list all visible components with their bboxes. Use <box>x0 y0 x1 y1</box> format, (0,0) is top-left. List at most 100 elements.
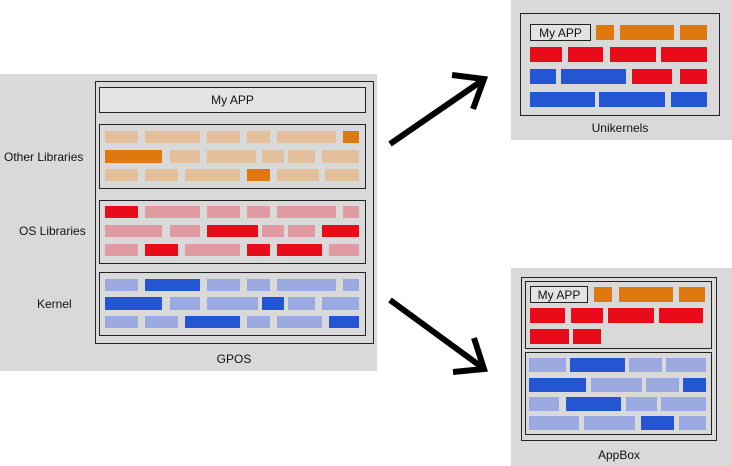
component-block <box>530 329 569 344</box>
unikernels-caption: Unikernels <box>591 121 649 135</box>
component-block <box>530 308 565 323</box>
component-block <box>680 25 707 40</box>
component-block <box>105 297 162 310</box>
component-block <box>145 316 178 328</box>
component-block <box>608 308 654 323</box>
component-block <box>571 308 603 323</box>
component-block <box>247 131 270 143</box>
component-block <box>680 69 707 84</box>
component-block <box>277 244 322 256</box>
component-block <box>207 150 256 163</box>
component-block <box>322 297 359 310</box>
component-block <box>530 47 562 62</box>
component-block <box>185 169 240 181</box>
component-block <box>594 287 612 302</box>
component-block <box>629 358 662 372</box>
component-block <box>329 316 359 328</box>
arrow-to-unikernels <box>388 77 485 147</box>
gpos-os-libraries-group <box>99 200 366 264</box>
layer-label-kernel: Kernel <box>37 297 72 311</box>
component-block <box>529 416 579 430</box>
component-block <box>322 150 359 163</box>
appbox-libraries-group <box>525 281 712 349</box>
component-block <box>277 169 319 181</box>
component-block <box>145 131 200 143</box>
component-block <box>105 244 138 256</box>
component-block <box>679 416 706 430</box>
component-block <box>343 206 359 218</box>
component-block <box>262 297 284 310</box>
component-block <box>573 329 601 344</box>
component-block <box>105 169 138 181</box>
component-block <box>207 279 240 291</box>
gpos-caption: GPOS <box>216 352 252 366</box>
component-block <box>626 397 657 411</box>
component-block <box>683 378 706 392</box>
component-block <box>322 225 359 237</box>
gpos-other-libraries-group <box>99 124 366 189</box>
component-block <box>288 297 315 310</box>
component-block <box>277 131 336 143</box>
component-block <box>262 225 284 237</box>
component-block <box>561 69 626 84</box>
component-block <box>105 150 162 163</box>
component-block <box>145 206 200 218</box>
component-block <box>185 316 240 328</box>
component-block <box>277 279 336 291</box>
component-block <box>145 244 178 256</box>
component-block <box>247 244 270 256</box>
component-block <box>529 378 586 392</box>
component-block <box>262 150 284 163</box>
component-block <box>529 358 566 372</box>
component-block <box>105 206 138 218</box>
component-block <box>661 397 706 411</box>
component-block <box>568 47 603 62</box>
component-block <box>591 378 642 392</box>
component-block <box>170 297 200 310</box>
component-block <box>610 47 656 62</box>
component-block <box>641 416 674 430</box>
arrow-to-appbox <box>388 297 485 371</box>
component-block <box>566 397 621 411</box>
component-block <box>207 206 240 218</box>
gpos-app-box: My APP <box>99 87 366 113</box>
component-block <box>185 244 240 256</box>
component-block <box>145 169 178 181</box>
component-block <box>105 225 162 237</box>
component-block <box>343 279 359 291</box>
component-block <box>170 150 200 163</box>
component-block <box>646 378 679 392</box>
component-block <box>599 92 665 107</box>
component-block <box>659 308 703 323</box>
component-block <box>277 316 322 328</box>
appbox-caption: AppBox <box>597 448 641 462</box>
component-block <box>620 25 674 40</box>
arrow-to-appbox-head <box>452 337 488 375</box>
component-block <box>247 169 270 181</box>
component-block <box>679 287 705 302</box>
component-block <box>288 225 315 237</box>
component-block <box>529 397 559 411</box>
component-block <box>671 92 707 107</box>
component-block <box>170 225 200 237</box>
component-block <box>584 416 635 430</box>
unikernels-app-box: My APP <box>530 24 591 41</box>
component-block <box>247 206 270 218</box>
component-block <box>530 92 595 107</box>
component-block <box>277 206 336 218</box>
component-block <box>325 169 359 181</box>
component-block <box>661 47 707 62</box>
component-block <box>596 25 614 40</box>
component-block <box>207 131 240 143</box>
component-block <box>105 131 138 143</box>
appbox-kernel-group <box>525 352 712 435</box>
component-block <box>619 287 673 302</box>
component-block <box>288 150 315 163</box>
layer-label-other-libraries: Other Libraries <box>4 150 84 164</box>
component-block <box>570 358 625 372</box>
component-block <box>666 358 706 372</box>
component-block <box>343 131 359 143</box>
component-block <box>530 69 556 84</box>
layer-label-os-libraries: OS Libraries <box>19 224 86 238</box>
